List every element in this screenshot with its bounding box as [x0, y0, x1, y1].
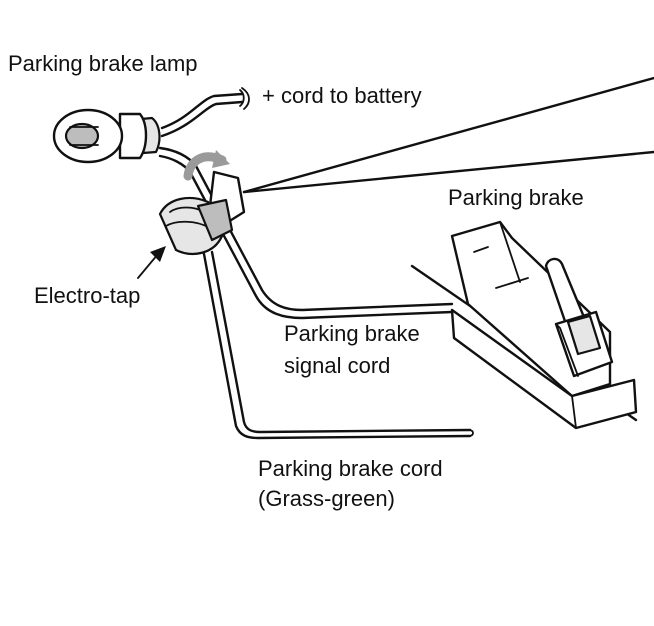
- signal-cord: [158, 146, 454, 320]
- label-parking-brake: Parking brake: [448, 185, 584, 210]
- parking-brake-lamp: [52, 108, 161, 164]
- brake-cord: [202, 250, 474, 440]
- label-cord-to-battery: + cord to battery: [262, 83, 422, 108]
- electro-tap-pointer: [137, 246, 166, 279]
- label-parking-brake-lamp: Parking brake lamp: [8, 51, 198, 76]
- battery-cord: [160, 87, 250, 138]
- label-electro-tap: Electro-tap: [34, 283, 141, 308]
- electro-tap-icon: [158, 170, 246, 255]
- insert-arrow-icon: [183, 150, 230, 181]
- label-signal-cord: Parking brake signal cord: [284, 321, 420, 378]
- parking-brake-assembly: [410, 220, 638, 430]
- label-brake-cord: Parking brake cord (Grass-green): [258, 456, 443, 511]
- zoom-lines: [242, 76, 654, 194]
